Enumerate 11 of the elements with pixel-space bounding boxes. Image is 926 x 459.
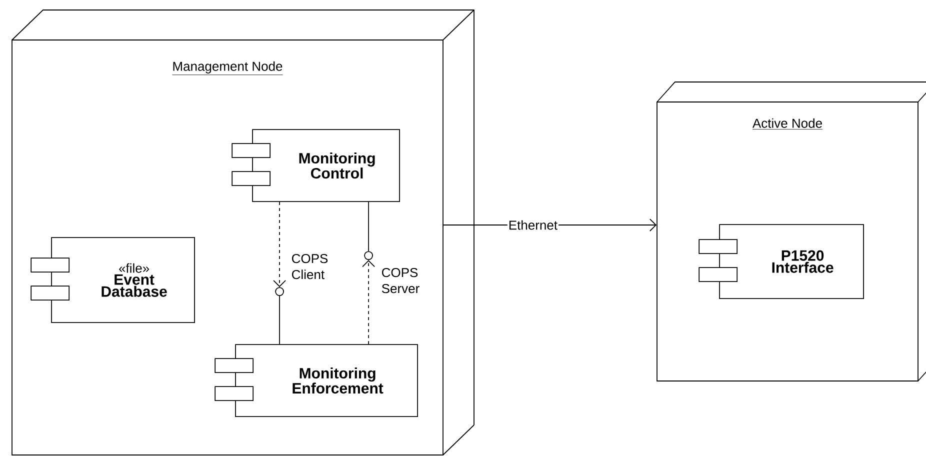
interface-label: COPS Server bbox=[382, 268, 420, 294]
component-box: Monitoring Control bbox=[232, 129, 400, 202]
component-box: Monitoring Enforcement bbox=[214, 344, 418, 417]
dashed-arrow bbox=[273, 202, 286, 288]
component-box: P1520 Interface bbox=[698, 224, 864, 299]
connector-line bbox=[368, 202, 369, 252]
dashed-arrow bbox=[362, 260, 375, 345]
edge-label: Ethernet bbox=[507, 219, 559, 231]
connector-line bbox=[279, 296, 280, 345]
interface-label: COPS Client bbox=[292, 254, 328, 280]
component-box: «file» Event Database bbox=[30, 237, 195, 323]
